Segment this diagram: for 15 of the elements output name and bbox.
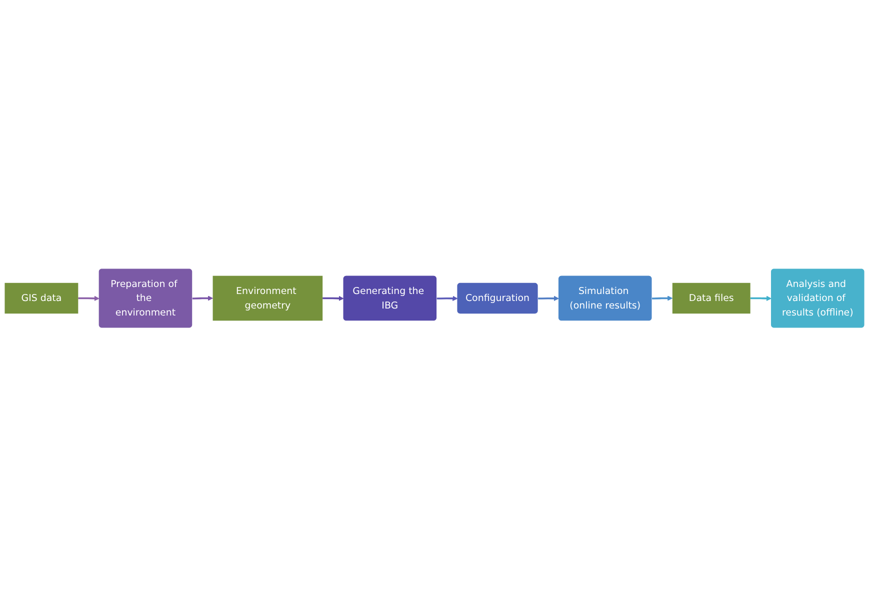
node-box: Environment geometry (212, 276, 323, 321)
arrow (192, 296, 214, 302)
node-box: Configuration (457, 283, 538, 314)
node-box: Simulation (online results) (558, 276, 652, 321)
arrow (538, 296, 559, 302)
arrow (652, 296, 673, 302)
arrow (750, 296, 772, 302)
node-box: Generating the IBG (343, 276, 437, 321)
node-box: Data files (672, 283, 750, 314)
arrow (322, 296, 344, 302)
node-box: Preparation of the environment (98, 268, 192, 328)
node-box: Analysis and validation of results (offline) (771, 268, 864, 328)
arrow (78, 296, 100, 302)
arrow (436, 296, 458, 302)
node-box: GIS data (4, 283, 78, 314)
